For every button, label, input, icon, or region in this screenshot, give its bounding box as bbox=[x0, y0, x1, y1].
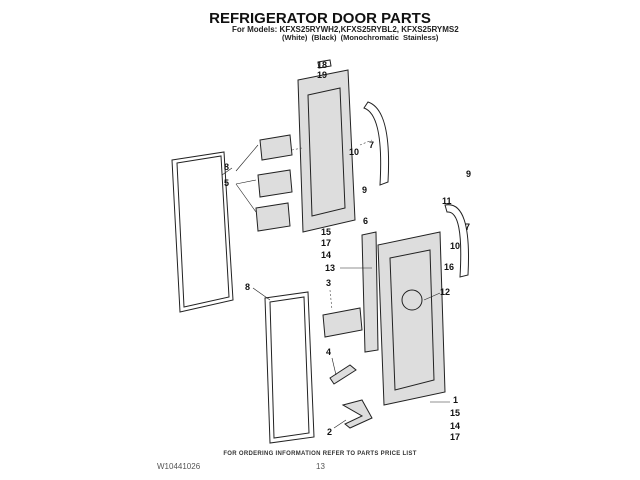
lower-handle bbox=[444, 204, 469, 278]
callout: 8 bbox=[224, 162, 229, 172]
document-part-number: W10441026 bbox=[157, 462, 201, 471]
lower-bin bbox=[322, 307, 363, 338]
page-title: REFRIGERATOR DOOR PARTS bbox=[209, 10, 431, 27]
model-list: For Models: KFXS25RYWH2,KFXS25RYBL2, KFX… bbox=[232, 25, 459, 34]
callout: 16 bbox=[444, 262, 454, 272]
callout: 9 bbox=[362, 185, 367, 195]
ordering-note: FOR ORDERING INFORMATION REFER TO PARTS … bbox=[223, 451, 417, 457]
bottom-hinge bbox=[341, 399, 373, 429]
page-number: 13 bbox=[316, 462, 325, 471]
callout: 14 bbox=[450, 421, 460, 431]
callout: 11 bbox=[442, 196, 452, 206]
upper-gasket bbox=[171, 151, 234, 313]
upper-handle bbox=[363, 101, 390, 186]
callout: 12 bbox=[440, 287, 450, 297]
door-bins bbox=[255, 134, 293, 232]
lower-door bbox=[377, 231, 446, 406]
hinge-bar bbox=[361, 231, 379, 353]
callout: 6 bbox=[363, 216, 368, 226]
bracket bbox=[329, 364, 357, 385]
callout: 15 bbox=[321, 227, 331, 237]
leader-lines bbox=[221, 139, 450, 429]
callout: 15 bbox=[450, 408, 460, 418]
callout: 1 bbox=[453, 395, 458, 405]
callout: 7 bbox=[465, 222, 470, 232]
callout: 13 bbox=[325, 263, 335, 273]
model-variants: (White) (Black) (Monochromatic Stainless… bbox=[282, 33, 439, 42]
callout: 4 bbox=[326, 347, 331, 357]
lower-gasket bbox=[264, 291, 315, 444]
callout: 8 bbox=[245, 282, 250, 292]
callout: 10 bbox=[450, 241, 460, 251]
callout: 14 bbox=[321, 250, 331, 260]
callout-numbers: 18 19 8 5 10 7 9 15 17 14 6 13 9 11 7 10… bbox=[224, 60, 471, 442]
callout: 19 bbox=[317, 70, 327, 80]
callout: 10 bbox=[349, 147, 359, 157]
upper-door bbox=[297, 59, 356, 233]
callout: 17 bbox=[321, 238, 331, 248]
callout: 3 bbox=[326, 278, 331, 288]
callout: 18 bbox=[317, 60, 327, 70]
callout: 9 bbox=[466, 169, 471, 179]
callout: 7 bbox=[369, 140, 374, 150]
callout: 17 bbox=[450, 432, 460, 442]
callout: 2 bbox=[327, 427, 332, 437]
callout: 5 bbox=[224, 178, 229, 188]
